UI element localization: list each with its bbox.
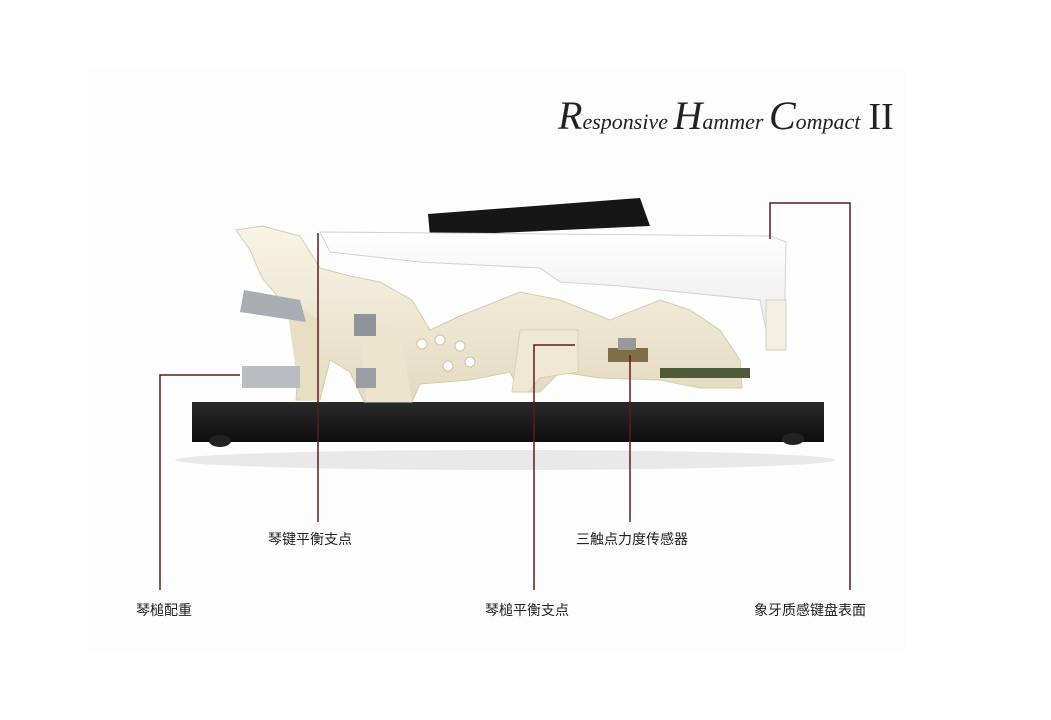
leader-hammer-weight [159,374,240,590]
hole-1 [416,338,428,350]
base-shadow [175,450,835,470]
hole-5 [464,356,476,368]
title-r-rest: esponsive [582,109,668,134]
label-triple-sensor: 三触点力度传感器 [576,532,688,548]
hole-3 [454,340,466,352]
hammer-weight-upper [240,290,306,322]
title-h: H [673,93,703,138]
hammer-weight-lower [242,366,300,388]
title-roman: II [868,96,894,138]
title-c-rest: ompact [795,109,861,134]
pcb [660,368,750,378]
leader-surface [769,202,851,590]
title-h-rest: ammer [702,109,764,134]
white-key [319,231,787,351]
label-ivory-surface: 象牙质感键盘表面 [754,603,866,619]
key-front [765,299,787,351]
base-foot-right [782,433,804,445]
label-hammer-balance-pivot: 琴槌平衡支点 [485,603,569,619]
metal-clip-2 [356,368,376,388]
leader-hammer-pivot [533,344,575,590]
base-plate [192,402,824,442]
black-key [428,198,650,236]
title-r: R [558,93,583,138]
base-foot-left [209,435,231,447]
hammer-leg [286,300,320,400]
sensor-contact [618,338,636,350]
label-hammer-weight: 琴槌配重 [136,603,192,619]
sensor-board [608,348,648,362]
product-title: Responsive Hammer Compact II [558,92,894,139]
hole-4 [442,360,454,372]
label-key-balance-pivot: 琴键平衡支点 [268,532,352,548]
title-c: C [768,93,796,138]
metal-clip-1 [354,314,376,336]
hole-2 [434,334,446,346]
